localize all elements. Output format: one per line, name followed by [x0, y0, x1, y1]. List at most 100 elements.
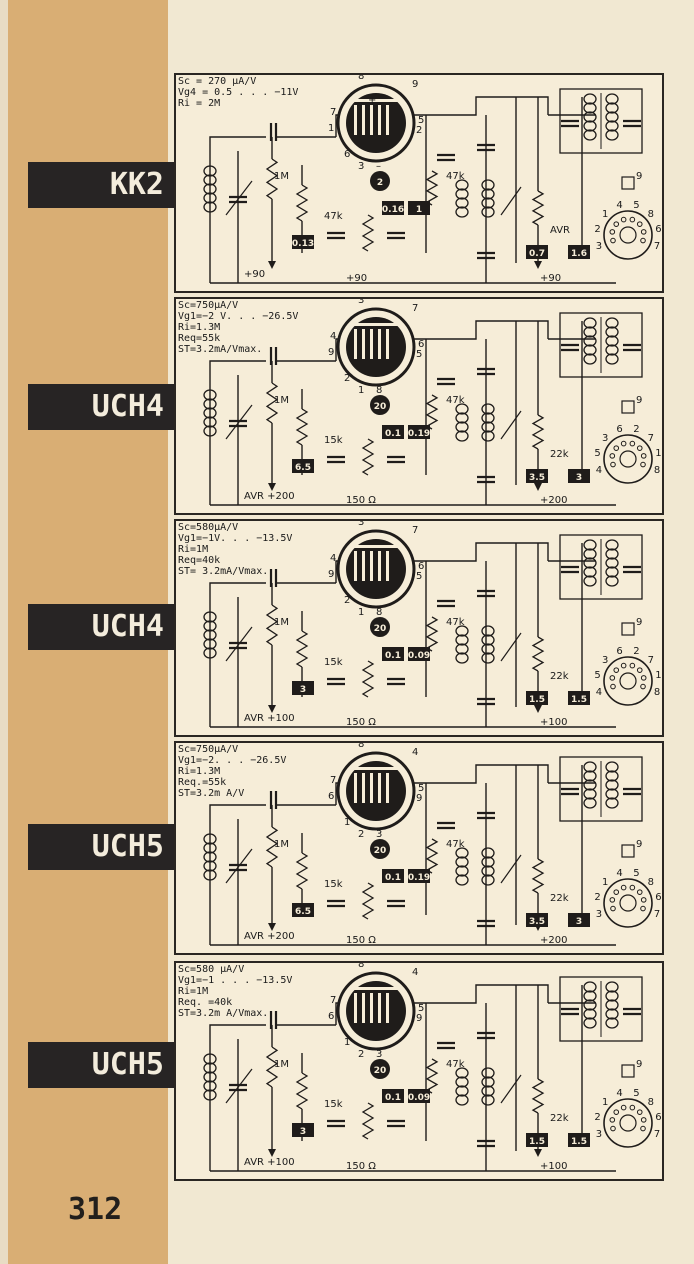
value-badge: 0.1: [382, 1089, 404, 1103]
capacitor: [477, 475, 495, 484]
value-badge: 1.5: [526, 1133, 548, 1147]
cathode-resistor: [361, 1102, 375, 1140]
circle-value-badge: 20: [370, 617, 390, 637]
tube-name-label: UCH5: [28, 824, 174, 870]
capacitor: [229, 863, 247, 872]
svg-text:20: 20: [374, 624, 387, 634]
arrow-down-icon: [268, 1149, 276, 1157]
svg-text:20: 20: [374, 402, 387, 412]
pin-label: 3: [358, 299, 364, 306]
svg-text:1.6: 1.6: [571, 249, 587, 259]
socket-pin-label: 7: [654, 241, 660, 252]
component-label: 15k: [324, 435, 343, 446]
cathode-resistor: [361, 882, 375, 920]
circle-value-badge: 2: [370, 171, 390, 191]
component-label: 47k: [446, 171, 465, 182]
value-badge: 3.5: [526, 913, 548, 927]
pin-label: 2: [344, 373, 350, 384]
if-transformer: [559, 534, 643, 600]
socket-pin-label: 5: [633, 1088, 639, 1099]
spec-line: Sc=750µA/V: [178, 300, 239, 311]
component-label: +90: [540, 273, 561, 284]
component-label: 47k: [446, 839, 465, 850]
value-badge: 6.5: [292, 903, 314, 917]
grid-resistor: [265, 382, 279, 424]
svg-text:0.09: 0.09: [408, 1093, 430, 1103]
component-label: 15k: [324, 657, 343, 668]
grid-resistor: [265, 158, 279, 200]
socket-pin-label: 5: [633, 200, 639, 211]
component-label: 22k: [550, 449, 569, 460]
svg-text:1.5: 1.5: [529, 1137, 545, 1147]
shield-can-icon: [621, 400, 635, 414]
socket-pin-label: 4: [616, 200, 622, 211]
capacitor: [387, 231, 405, 240]
pin-label: –: [376, 161, 381, 172]
pin-label: 7: [330, 775, 336, 786]
capacitor: [623, 343, 641, 352]
capacitor: [561, 119, 579, 128]
socket-pin-label: 5: [633, 868, 639, 879]
variable-arrow: [225, 626, 253, 662]
cathode-resistor: [361, 660, 375, 698]
capacitor: [229, 419, 247, 428]
if-transformer: [559, 312, 643, 378]
variable-arrow: [225, 180, 253, 216]
value-badge: 0.16: [382, 201, 404, 215]
page-number: 312: [68, 1192, 123, 1227]
capacitor: [623, 119, 641, 128]
transformer-coil: [605, 317, 619, 365]
svg-text:3: 3: [300, 685, 306, 695]
spec-line: Ri=1M: [178, 986, 209, 997]
svg-text:0.1: 0.1: [385, 651, 401, 661]
value-badge: 0.19: [408, 425, 430, 439]
socket-pin-label: 2: [633, 646, 639, 657]
socket-pin-label: 5: [594, 670, 600, 681]
spec-line: Ri=1.3M: [178, 322, 221, 333]
socket-pin-label: 6: [655, 892, 661, 903]
socket-pin-label: 1: [602, 209, 608, 220]
variable-arrow: [500, 186, 522, 216]
pin-label: 3: [376, 1049, 382, 1060]
socket-pin-label: 8: [648, 877, 654, 888]
pin-label: 6: [418, 339, 424, 350]
value-badge: 1.5: [526, 691, 548, 705]
capacitor: [269, 791, 278, 809]
pin-label: 4: [330, 331, 336, 342]
svg-text:6.5: 6.5: [295, 463, 311, 473]
socket-pin-label: 3: [596, 241, 602, 252]
svg-text:0.19: 0.19: [408, 873, 430, 883]
anode-resistor: [531, 1078, 545, 1114]
oscillator-resistor: [425, 1058, 439, 1094]
component-label: 150 Ω: [346, 1161, 376, 1172]
cathode-resistor: [361, 214, 375, 252]
socket-pin-label: 4: [596, 465, 602, 476]
socket-pin-label: 2: [594, 892, 600, 903]
socket-pin-label: 3: [596, 1129, 602, 1140]
spec-line: Req=55k: [178, 333, 221, 344]
svg-text:0.1: 0.1: [385, 429, 401, 439]
pin-label: 5: [418, 115, 424, 126]
capacitor: [477, 251, 495, 260]
page-edge: [0, 0, 8, 1264]
socket-pin-label: 3: [602, 655, 608, 666]
spec-line: Vg4 = 0.5 . . . −11V: [178, 87, 299, 98]
capacitor: [327, 1119, 345, 1128]
pin-label: 1: [344, 1037, 350, 1048]
transformer-coil: [605, 93, 619, 141]
socket-pin-label: 8: [654, 687, 660, 698]
svg-text:0.16: 0.16: [382, 205, 404, 215]
component-label: AVR +200: [244, 931, 295, 942]
svg-text:20: 20: [374, 846, 387, 856]
svg-text:1.5: 1.5: [529, 695, 545, 705]
socket-pin-label: 4: [596, 687, 602, 698]
oscillator-coil: [481, 179, 495, 218]
variable-arrow: [500, 410, 522, 440]
